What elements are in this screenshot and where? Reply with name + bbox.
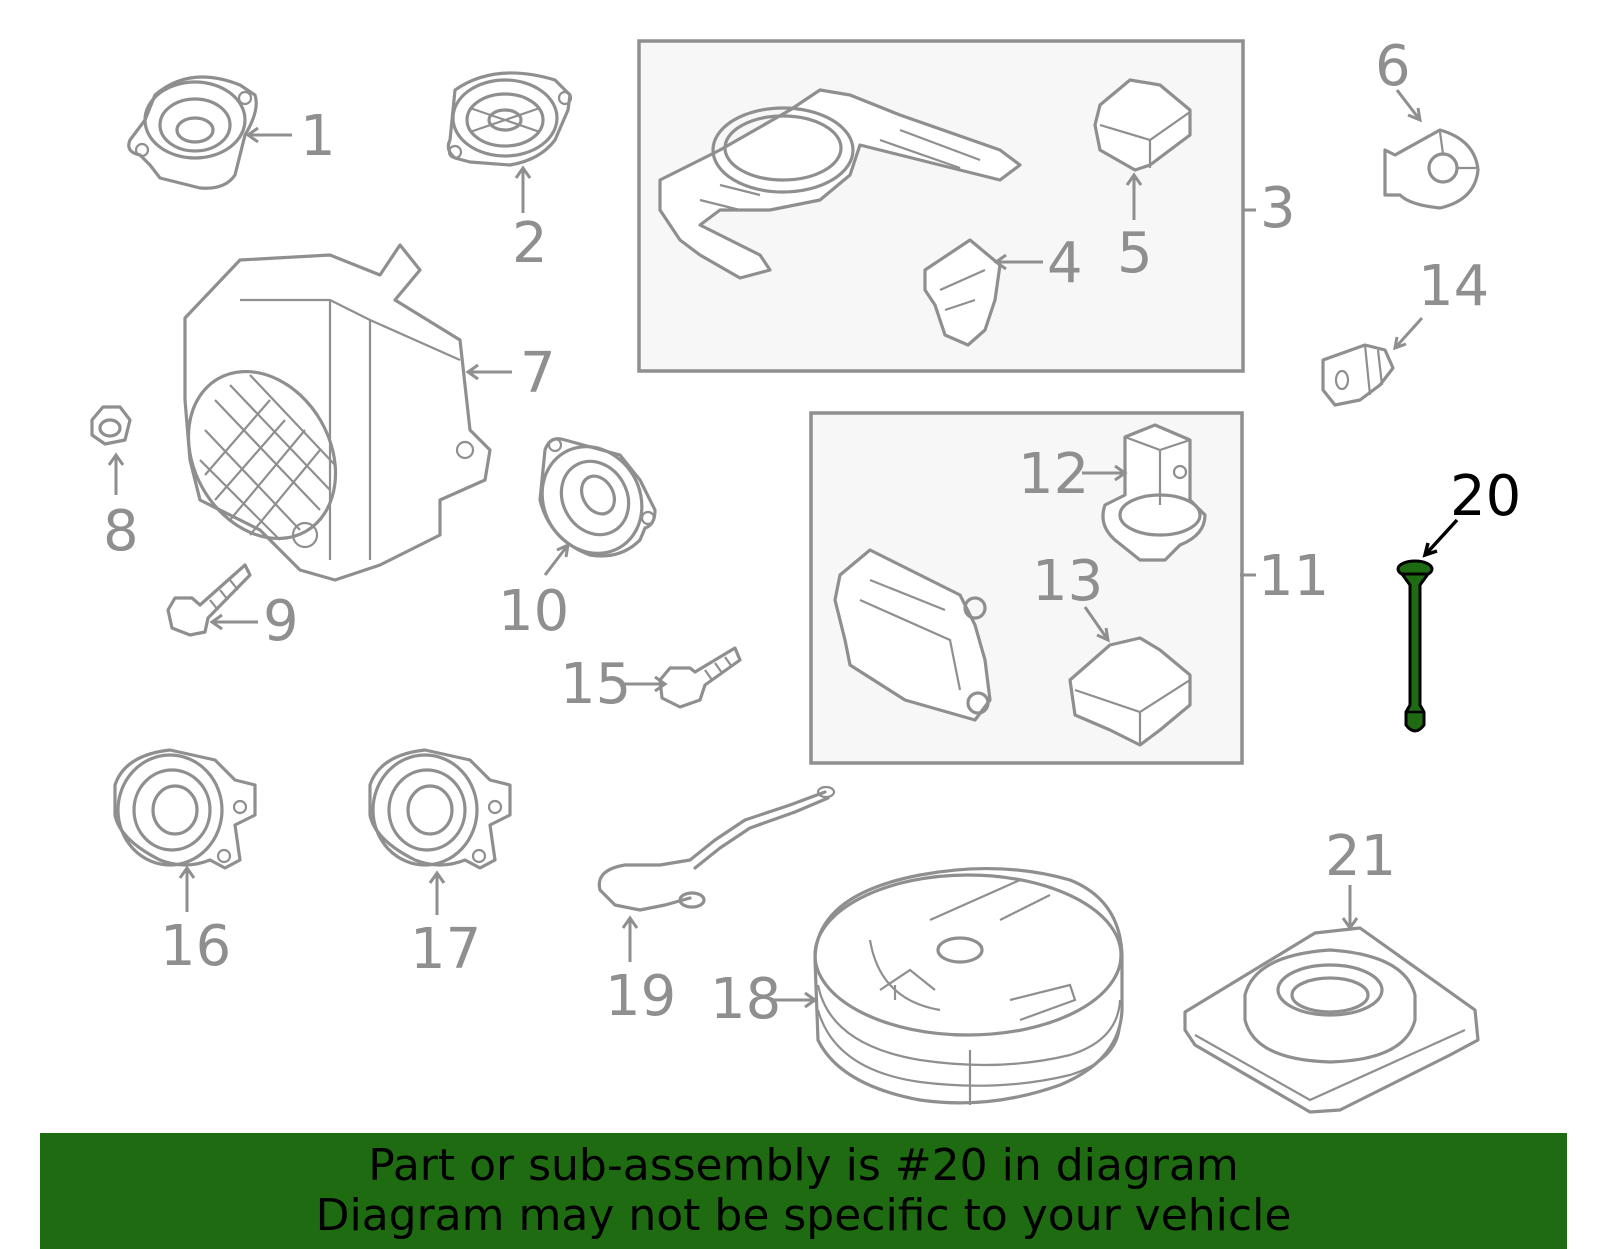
callout-1[interactable]: 1 [300,104,336,169]
part-14-clip[interactable] [1321,343,1395,407]
callout-21[interactable]: 21 [1325,824,1396,889]
callout-16[interactable]: 16 [160,914,231,979]
leader-arrows [107,89,1459,1009]
callout-3[interactable]: 3 [1260,176,1296,241]
banner-line-1: Part or sub-assembly is #20 in diagram [368,1140,1239,1191]
part-10-speaker[interactable] [523,428,661,571]
callout-10[interactable]: 10 [498,579,569,644]
part-6-grommet[interactable] [1383,128,1480,210]
part-15-bolt[interactable] [658,646,742,709]
part-19-cable[interactable] [597,785,836,912]
callout-7[interactable]: 7 [520,341,556,406]
part-7-subwoofer[interactable] [159,243,492,582]
callout-6[interactable]: 6 [1375,34,1411,99]
part-9-bolt[interactable] [166,563,252,637]
part-13-connector[interactable] [1068,636,1192,747]
callout-9[interactable]: 9 [263,589,299,654]
callout-20[interactable]: 20 [1450,464,1521,529]
part-18-spare-wheel-sub[interactable] [813,867,1124,1105]
part-5-connector[interactable] [1093,78,1192,172]
part-12-connector[interactable] [1101,423,1207,562]
banner-line-2: Diagram may not be specific to your vehi… [315,1190,1292,1241]
callout-14[interactable]: 14 [1418,254,1489,319]
part-2-tweeter[interactable] [446,71,573,167]
callout-2[interactable]: 2 [512,211,548,276]
info-banner: Part or sub-assembly is #20 in diagram D… [40,1133,1567,1249]
part-1-tweeter[interactable] [127,75,258,190]
part-11-control-module[interactable] [833,548,992,722]
callout-4[interactable]: 4 [1047,231,1083,296]
part-3-bracket[interactable] [658,88,1022,280]
callout-18[interactable]: 18 [710,967,781,1032]
callout-17[interactable]: 17 [410,917,481,982]
part-16-speaker[interactable] [113,748,257,870]
part-17-speaker[interactable] [368,748,512,870]
part-8-nut[interactable] [90,405,132,446]
callout-15[interactable]: 15 [560,652,631,717]
callout-19[interactable]: 19 [605,964,676,1029]
callout-5[interactable]: 5 [1117,221,1153,286]
part-4-clip[interactable] [923,238,1002,347]
part-21-mount[interactable] [1183,926,1480,1114]
part-20-pin[interactable] [1396,559,1434,733]
callout-13[interactable]: 13 [1032,549,1103,614]
callout-12[interactable]: 12 [1018,442,1089,507]
callout-8[interactable]: 8 [103,499,139,564]
callout-11[interactable]: 11 [1258,544,1329,609]
